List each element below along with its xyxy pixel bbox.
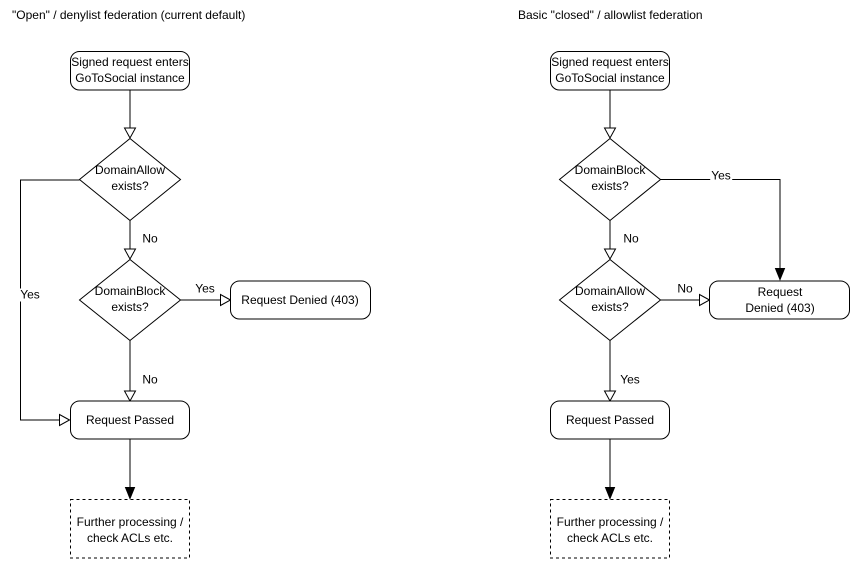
left-edge-label-decision1-yes: Yes — [19, 287, 41, 302]
right-edge-label-decision2-no: No — [676, 281, 694, 296]
left-arrowhead-open-2 — [123, 248, 137, 261]
left-denied-label: Request Denied (403) — [241, 293, 359, 307]
right-further-node — [550, 499, 670, 559]
right-edge-label-decision1-no: No — [622, 231, 640, 246]
right-arrowhead-open-3 — [699, 293, 711, 307]
left-arrowhead-solid-1 — [124, 487, 136, 500]
right-arrowhead-open-1 — [603, 127, 617, 140]
right-arrowhead-solid-2 — [604, 487, 616, 500]
right-edge-decision1-denied — [660, 179, 781, 268]
left-edge-label-decision2-yes: Yes — [194, 281, 216, 296]
right-arrowhead-open-4 — [603, 390, 617, 403]
right-decision2-label: DomainAllow exists? — [574, 284, 646, 314]
right-flowchart — [550, 51, 850, 559]
left-arrowhead-open-5 — [59, 413, 71, 427]
left-further-label: Further processing / check ACLs etc. — [76, 515, 184, 545]
right-arrowhead-open-2 — [603, 248, 617, 261]
left-edge-label-decision2-no: No — [141, 372, 159, 387]
right-chart-title: Basic "closed" / allowlist federation — [518, 8, 703, 22]
left-decision2-label: DomainBlock exists? — [94, 284, 166, 314]
left-start-label: Signed request enters GoToSocial instanc… — [71, 55, 189, 85]
left-passed-label: Request Passed — [85, 413, 175, 427]
right-denied-label: Request Denied (403) — [745, 285, 815, 315]
left-flowchart — [20, 51, 371, 559]
left-further-node — [70, 499, 190, 559]
right-denied-node — [709, 280, 850, 320]
right-edge-label-decision1-yes: Yes — [710, 168, 732, 183]
left-edge-label-decision1-no: No — [141, 231, 159, 246]
left-arrowhead-open-3 — [220, 293, 232, 307]
right-edge-label-decision2-yes: Yes — [619, 372, 641, 387]
right-further-label: Further processing / check ACLs etc. — [556, 515, 664, 545]
right-decision1-label: DomainBlock exists? — [574, 163, 646, 193]
left-arrowhead-open-1 — [123, 127, 137, 140]
right-start-label: Signed request enters GoToSocial instanc… — [551, 55, 669, 85]
right-passed-label: Request Passed — [565, 413, 655, 427]
left-arrowhead-open-4 — [123, 390, 137, 403]
right-start-node — [550, 51, 670, 91]
left-decision1-label: DomainAllow exists? — [94, 163, 166, 193]
left-denied-node — [230, 280, 371, 320]
left-start-node — [70, 51, 190, 91]
right-arrowhead-solid-1 — [774, 268, 786, 281]
left-chart-title: "Open" / denylist federation (current de… — [12, 8, 246, 22]
